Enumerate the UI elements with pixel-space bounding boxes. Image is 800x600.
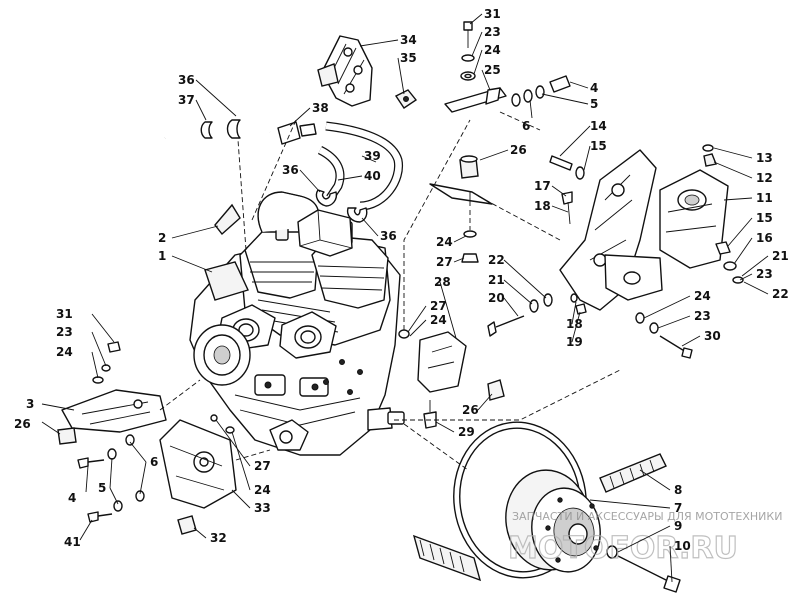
callout-37: 37 xyxy=(178,93,195,107)
callout-18: 18 xyxy=(534,199,551,213)
hose-assembly xyxy=(163,119,404,223)
callout-5: 5 xyxy=(590,97,598,111)
leader-lines xyxy=(41,13,769,583)
callout-10: 10 xyxy=(674,539,691,553)
callout-9: 9 xyxy=(674,519,682,533)
callout-15: 15 xyxy=(756,211,773,225)
callout-18: 18 xyxy=(566,317,583,331)
right-mount-brackets xyxy=(487,144,744,359)
callout-21: 21 xyxy=(772,249,789,263)
callout-23: 23 xyxy=(694,309,711,323)
callout-13: 13 xyxy=(756,151,773,165)
callout-21: 21 xyxy=(488,273,505,287)
callout-22: 22 xyxy=(488,253,505,267)
callout-31: 31 xyxy=(56,307,73,321)
callout-22: 22 xyxy=(772,287,789,301)
callout-4: 4 xyxy=(590,81,598,95)
callout-11: 11 xyxy=(756,191,773,205)
callout-8: 8 xyxy=(674,483,682,497)
callout-5: 5 xyxy=(98,481,106,495)
callout-27: 27 xyxy=(254,459,271,473)
reference-lines xyxy=(159,111,621,471)
callout-4: 4 xyxy=(68,491,76,505)
watermark-caption: ЗАПЧАСТИ И АКСЕССУАРЫ ДЛЯ МОТОТЕХНИКИ xyxy=(512,510,782,523)
callout-30: 30 xyxy=(704,329,721,343)
callout-24: 24 xyxy=(484,43,501,57)
callout-23: 23 xyxy=(56,325,73,339)
callout-6: 6 xyxy=(150,455,158,469)
callout-35: 35 xyxy=(400,51,417,65)
callout-24: 24 xyxy=(436,235,453,249)
engine-assembly xyxy=(189,191,405,456)
callout-23: 23 xyxy=(756,267,773,281)
callout-2: 2 xyxy=(158,231,166,245)
callout-24: 24 xyxy=(254,483,271,497)
callout-41: 41 xyxy=(64,535,81,549)
callout-31: 31 xyxy=(484,7,501,21)
callout-6: 6 xyxy=(522,119,530,133)
callout-23: 23 xyxy=(484,25,501,39)
callout-36: 36 xyxy=(380,229,397,243)
callout-27: 27 xyxy=(430,299,447,313)
callout-24: 24 xyxy=(56,345,73,359)
callout-7: 7 xyxy=(674,501,682,515)
callout-29: 29 xyxy=(458,425,475,439)
callout-38: 38 xyxy=(312,101,329,115)
callout-25: 25 xyxy=(484,63,501,77)
callout-1: 1 xyxy=(158,249,166,263)
callout-19: 19 xyxy=(566,335,583,349)
callout-3: 3 xyxy=(26,397,34,411)
mount-bracket-28 xyxy=(398,329,505,429)
callout-32: 32 xyxy=(210,531,227,545)
callout-36: 36 xyxy=(282,163,299,177)
callout-12: 12 xyxy=(756,171,773,185)
watermark-site: MOTOFOR.RU xyxy=(508,531,738,566)
callout-26: 26 xyxy=(14,417,31,431)
callout-27: 27 xyxy=(436,255,453,269)
left-mount-bracket xyxy=(57,341,167,445)
drive-clutch-assembly xyxy=(412,421,681,593)
callout-16: 16 xyxy=(756,231,773,245)
callout-26: 26 xyxy=(462,403,479,417)
callout-26: 26 xyxy=(510,143,527,157)
callout-34: 34 xyxy=(400,33,417,47)
callout-28: 28 xyxy=(434,275,451,289)
callout-14: 14 xyxy=(590,119,607,133)
callout-labels: 3123242545626141513121117181516212322343… xyxy=(14,7,789,553)
callout-24: 24 xyxy=(430,313,447,327)
mount-bracket-34 xyxy=(317,35,418,109)
callout-36: 36 xyxy=(178,73,195,87)
callout-17: 17 xyxy=(534,179,551,193)
callout-15: 15 xyxy=(590,139,607,153)
watermark: ЗАПЧАСТИ И АКСЕССУАРЫ ДЛЯ МОТОТЕХНИКИ MO… xyxy=(507,510,782,567)
lower-bracket-33 xyxy=(77,414,237,535)
callout-20: 20 xyxy=(488,291,505,305)
callout-39: 39 xyxy=(364,149,381,163)
callout-33: 33 xyxy=(254,501,271,515)
callout-24: 24 xyxy=(694,289,711,303)
upper-hanger xyxy=(429,21,571,263)
callout-40: 40 xyxy=(364,169,381,183)
